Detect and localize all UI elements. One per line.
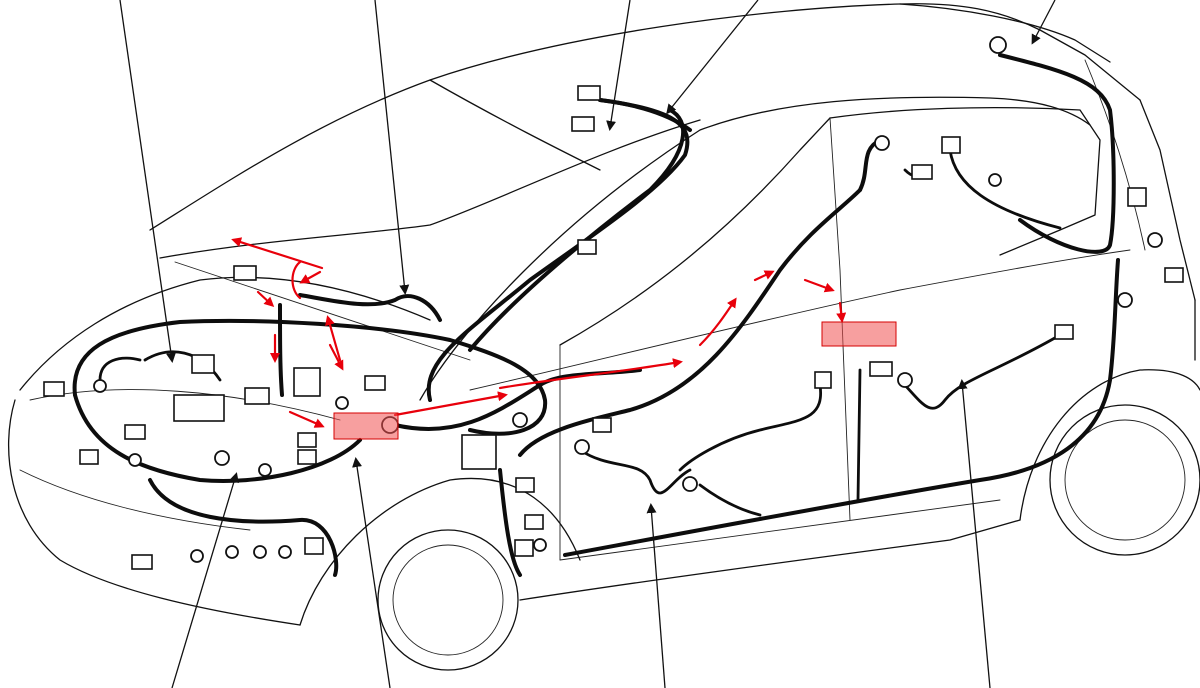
route-arrow: [836, 301, 847, 323]
grommet: [874, 135, 890, 151]
route-arrow: [498, 358, 683, 390]
ground-terminal: [1117, 292, 1133, 308]
junction-box: [461, 434, 497, 470]
connector: [571, 116, 595, 132]
connector: [814, 371, 832, 389]
route-arrow: [291, 260, 302, 300]
connector: [524, 514, 544, 530]
connector: [1054, 324, 1074, 340]
car-body-outline: [7, 3, 1200, 671]
connector: [514, 539, 534, 557]
ground-terminal: [128, 453, 142, 467]
connector: [233, 265, 257, 281]
route-arrow: [328, 343, 344, 371]
connector: [297, 449, 317, 465]
callout-8: [646, 503, 666, 688]
connector: [911, 164, 933, 180]
connector-location-center: [821, 321, 897, 347]
route-arrow: [393, 391, 508, 417]
connector: [43, 381, 65, 397]
connector: [1164, 267, 1184, 283]
callout-6: [171, 472, 239, 688]
connector: [592, 417, 612, 433]
ground-terminal: [988, 173, 1002, 187]
ground-terminal: [225, 545, 239, 559]
connector: [297, 432, 317, 448]
connector: [515, 477, 535, 493]
connector: [131, 554, 153, 570]
ground-terminal: [335, 396, 349, 410]
route-markers: [231, 237, 847, 428]
connector-location-front: [333, 412, 399, 440]
route-arrow: [299, 270, 322, 284]
ground-terminal: [93, 379, 107, 393]
route-arrow: [698, 297, 737, 347]
ground-terminal: [682, 476, 698, 492]
ground-terminal: [533, 538, 547, 552]
route-arrow: [231, 237, 324, 270]
callout-3: [606, 0, 631, 131]
ground-terminal: [190, 549, 204, 563]
callout-5: [1031, 0, 1056, 45]
callout-4: [666, 0, 759, 115]
connector: [364, 375, 386, 391]
terminals: [93, 36, 1163, 563]
grommet: [574, 439, 590, 455]
connector: [124, 424, 146, 440]
connector: [577, 85, 601, 101]
control-unit: [293, 367, 321, 397]
ground-terminal: [253, 545, 267, 559]
relay-box: [173, 394, 225, 422]
callout-leaders: [119, 0, 1056, 688]
ground-terminal: [214, 450, 230, 466]
callout-1: [119, 0, 176, 363]
connector: [79, 449, 99, 465]
route-arrow: [803, 278, 835, 293]
connector: [1127, 187, 1147, 207]
connector: [304, 537, 324, 555]
grommet: [989, 36, 1007, 54]
route-arrow: [288, 410, 325, 428]
callout-9: [957, 379, 991, 688]
grommet: [1147, 232, 1163, 248]
connector: [941, 136, 961, 154]
wiring-harness: [72, 53, 1120, 577]
connector: [869, 361, 893, 377]
route-arrow: [256, 290, 275, 308]
connector: [191, 354, 215, 374]
route-arrow: [325, 315, 342, 362]
callout-7: [352, 457, 391, 688]
ground-terminal: [512, 412, 528, 428]
ground-terminal: [278, 545, 292, 559]
callout-2: [374, 0, 410, 295]
grommet: [897, 372, 913, 388]
ground-terminal: [258, 463, 272, 477]
connector: [577, 239, 597, 255]
connectors: [43, 85, 1184, 570]
route-arrow: [753, 270, 775, 282]
connector: [244, 387, 270, 405]
